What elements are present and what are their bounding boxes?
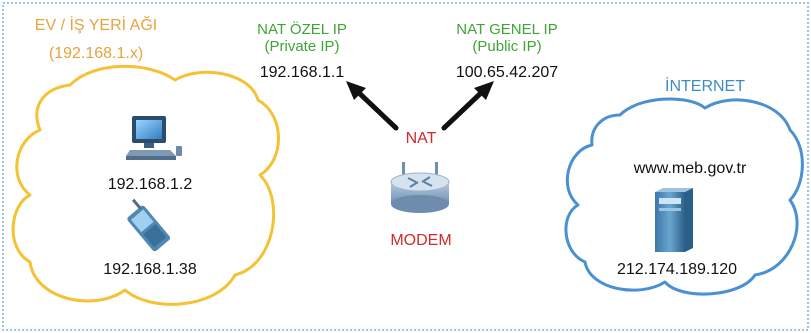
nat-private-title: NAT ÖZEL IP xyxy=(257,21,347,38)
lan-subnet: (192.168.1.x) xyxy=(48,45,144,62)
phone-ip: 192.168.1.38 xyxy=(103,261,197,278)
server-icon xyxy=(655,188,693,252)
nat-public-ip: 100.65.42.207 xyxy=(455,64,559,81)
computer-ip: 192.168.1.2 xyxy=(107,176,193,193)
desktop-computer-icon xyxy=(126,116,182,160)
modem-label: MODEM xyxy=(390,232,452,249)
nat-private-subtitle: (Private IP) xyxy=(264,38,340,55)
router-icon xyxy=(390,162,450,213)
lan-cloud xyxy=(11,64,280,306)
arrow-to-private-ip xyxy=(346,81,399,131)
arrow-to-public-ip xyxy=(441,81,494,131)
nat-private-ip: 192.168.1.1 xyxy=(259,64,345,81)
nat-public-subtitle: (Public IP) xyxy=(472,38,542,55)
server-ip: 212.174.189.120 xyxy=(616,261,738,278)
mobile-phone-icon xyxy=(127,198,171,252)
internet-title: İNTERNET xyxy=(665,78,745,95)
lan-title: EV / İŞ YERİ AĞI xyxy=(34,17,158,34)
nat-public-title: NAT GENEL IP xyxy=(456,21,558,38)
server-name: www.meb.gov.tr xyxy=(633,160,747,177)
nat-label: NAT xyxy=(405,130,437,147)
